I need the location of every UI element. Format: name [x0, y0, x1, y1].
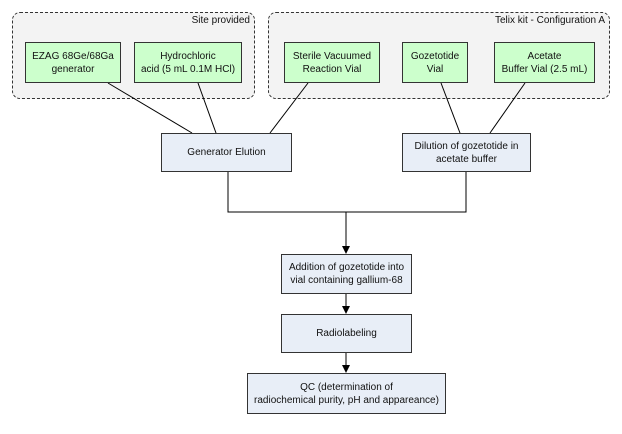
edge-dilution-merge	[346, 172, 467, 213]
gozetotide-vial-box: Gozetotide Vial	[402, 42, 468, 83]
edge-elution-merge	[227, 172, 346, 213]
edge-ezag-elution	[107, 82, 193, 134]
sterile-vial-box: Sterile Vacuumed Reaction Vial	[284, 42, 380, 83]
ezag-generator-box: EZAG 68Ge/68Ga generator	[25, 42, 121, 83]
edge-gozetotide-dilution	[440, 82, 461, 134]
telix-kit-label: Telix kit - Configuration A	[494, 15, 605, 26]
edge-hcl-elution	[197, 82, 217, 134]
edge-vial-elution	[269, 82, 309, 134]
edge-acetate-dilution	[489, 82, 526, 134]
hydrochloric-acid-box: Hydrochloric acid (5 mL 0.1M HCl)	[134, 42, 242, 83]
site-provided-label: Site provided	[191, 15, 250, 26]
acetate-buffer-box: Acetate Buffer Vial (2.5 mL)	[494, 42, 595, 83]
addition-box: Addition of gozetotide into vial contain…	[281, 254, 412, 294]
radiolabeling-box: Radiolabeling	[281, 314, 412, 353]
generator-elution-box: Generator Elution	[161, 133, 292, 172]
qc-box: QC (determination of radiochemical purit…	[247, 373, 446, 414]
dilution-box: Dilution of gozetotide in acetate buffer	[402, 133, 531, 172]
